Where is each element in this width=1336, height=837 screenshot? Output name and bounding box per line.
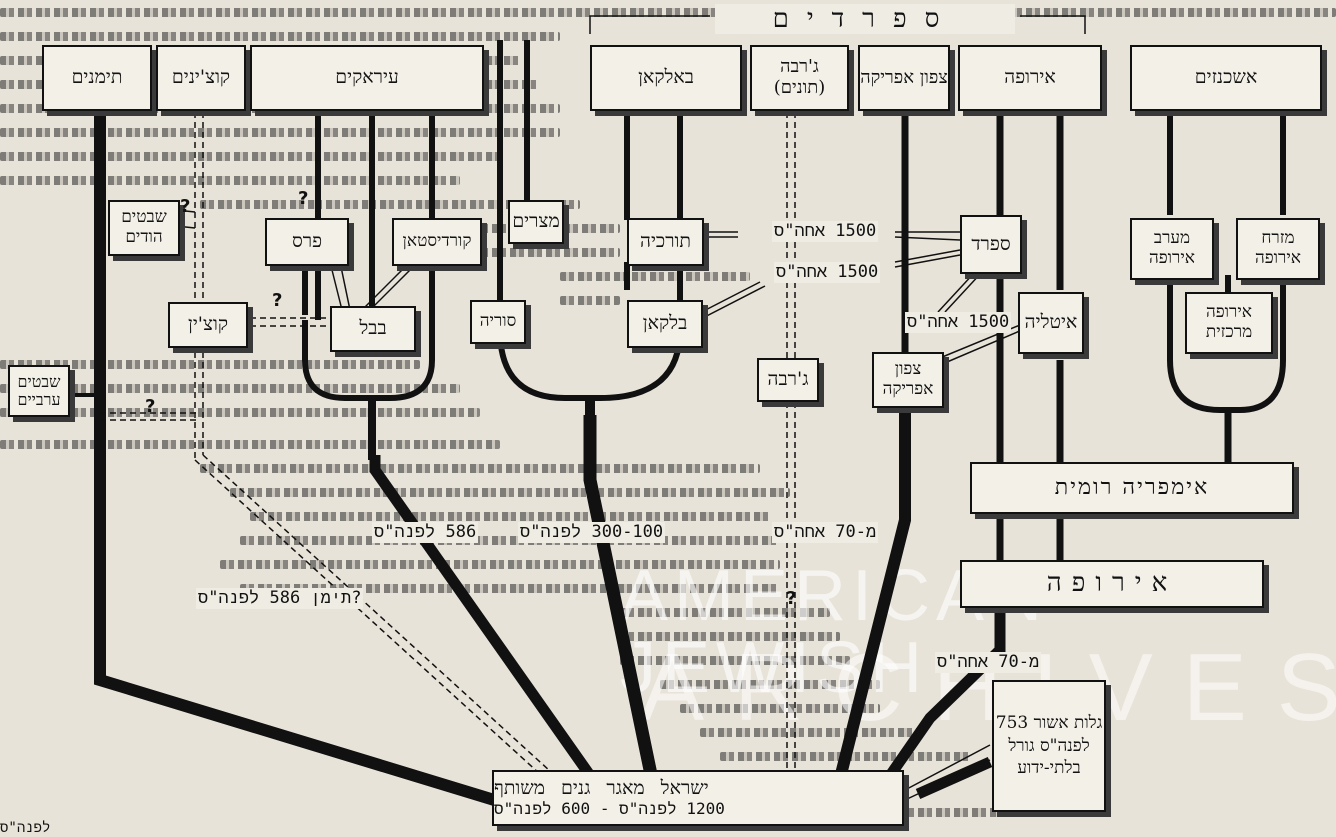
background-text-line xyxy=(560,272,750,281)
background-text-line xyxy=(0,440,500,449)
background-text-line xyxy=(620,656,850,665)
trunk-europe xyxy=(875,600,1006,794)
background-text-line xyxy=(220,560,780,569)
israel-title: ישראל מאגר גנים משותף xyxy=(494,776,709,799)
trunk-yemen xyxy=(94,112,562,826)
sephardim-heading: ספרדים xyxy=(715,4,1015,34)
label-70-ce-djerba: מ-70 אחה"ס xyxy=(772,522,879,543)
box-iraqis: עיראקים xyxy=(250,45,484,111)
box-babylon: בבל xyxy=(330,306,416,352)
background-text-line xyxy=(620,632,840,641)
box-egyptians: מצרים xyxy=(508,200,564,244)
background-text-line xyxy=(250,512,770,521)
background-text-line xyxy=(0,384,460,393)
trunk-iraq xyxy=(369,455,625,822)
background-text-line xyxy=(240,536,780,545)
background-text-line xyxy=(0,360,420,369)
question-mark-india: ? xyxy=(180,196,191,217)
box-north-africa: צפון אפריקה xyxy=(858,45,950,111)
sephardim-bracket xyxy=(589,15,710,34)
trunk-nafrica xyxy=(824,400,911,820)
box-persia: פרס xyxy=(265,218,349,266)
box-east-europe: מזרח אירופה xyxy=(1236,218,1320,280)
background-text-line xyxy=(0,128,560,137)
question-mark-persia: ? xyxy=(298,188,309,209)
background-text-line xyxy=(680,704,880,713)
label-1500-balkan: 1500 אחה"ס xyxy=(774,262,881,283)
background-text-line xyxy=(420,248,620,257)
box-assyria: גלות אשור 753 לפנה"ס גורל בלתי-ידוע xyxy=(992,680,1106,812)
background-text-line xyxy=(620,608,830,617)
question-mark-djerba: ? xyxy=(786,588,797,609)
box-ashkenazim: אשכנזים xyxy=(1130,45,1322,111)
background-text-line xyxy=(660,680,880,689)
question-mark-cochin: ? xyxy=(272,290,283,311)
box-balkan: באלקאן xyxy=(590,45,742,111)
background-text-line xyxy=(0,8,1336,17)
box-spain: ספרד xyxy=(960,215,1022,274)
box-djerba: ג'רבה (תונים) xyxy=(750,45,849,111)
background-text-line xyxy=(0,32,560,41)
label-1500-north-africa: 1500 אחה"ס xyxy=(905,312,1012,333)
box-djerba-low: ג'רבה xyxy=(757,358,819,402)
label-1500-turkey: 1500 אחה"ס xyxy=(772,221,879,242)
box-central-europe: אירופה מרכזית xyxy=(1185,292,1273,354)
background-text-line xyxy=(560,296,620,305)
background-text-line xyxy=(230,488,790,497)
box-north-africa-low: צפון אפריקה xyxy=(872,352,944,408)
background-text-line xyxy=(0,176,460,185)
label-300-100-bce: 300-100 לפנה"ס xyxy=(518,522,666,543)
background-text-line xyxy=(200,464,760,473)
question-mark-arab: ? xyxy=(145,396,156,417)
label-586-bce: 586 לפנה"ס xyxy=(372,522,479,543)
background-text-line xyxy=(200,200,580,209)
box-italy: איטליה xyxy=(1018,292,1084,354)
background-text-line xyxy=(0,408,480,417)
box-cochin: קוצ'ינים xyxy=(156,45,246,111)
box-roman-empire: אימפריה רומית xyxy=(970,462,1294,514)
background-text-line xyxy=(900,808,1000,817)
box-turkey: תורכיה xyxy=(627,218,704,266)
box-cochin-low: קוצ'ין xyxy=(168,302,248,348)
background-text-line xyxy=(700,728,920,737)
background-text-line xyxy=(0,152,500,161)
box-west-europe: מערב אירופה xyxy=(1130,218,1214,280)
box-syria: סוריה xyxy=(470,300,526,344)
box-yemenites: תימנים xyxy=(42,45,152,111)
trunk-balkan xyxy=(583,415,667,820)
label-70-ce-europe: מ-70 אחה"ס xyxy=(935,652,1042,673)
israel-dates: 1200 לפנה"ס - 600 לפנה"ס xyxy=(494,798,725,818)
background-text-line xyxy=(240,584,780,593)
box-europe-low: אירופה xyxy=(960,560,1264,608)
box-europe: אירופה xyxy=(958,45,1102,111)
box-india-tribes: שבטים הודים xyxy=(108,200,180,256)
box-arab-tribes: שבטים ערביים xyxy=(8,365,70,417)
box-israel: ישראל מאגר גנים משותף 1200 לפנה"ס - 600 … xyxy=(492,770,904,826)
label-bottom-left: לפנה"ס xyxy=(0,820,51,836)
label-yemen-586: ?תימן 586 לפנה"ס xyxy=(196,588,364,609)
box-kurdistan: קורדיסטאן xyxy=(392,218,482,266)
box-balkan-low: בלקאן xyxy=(627,300,703,348)
